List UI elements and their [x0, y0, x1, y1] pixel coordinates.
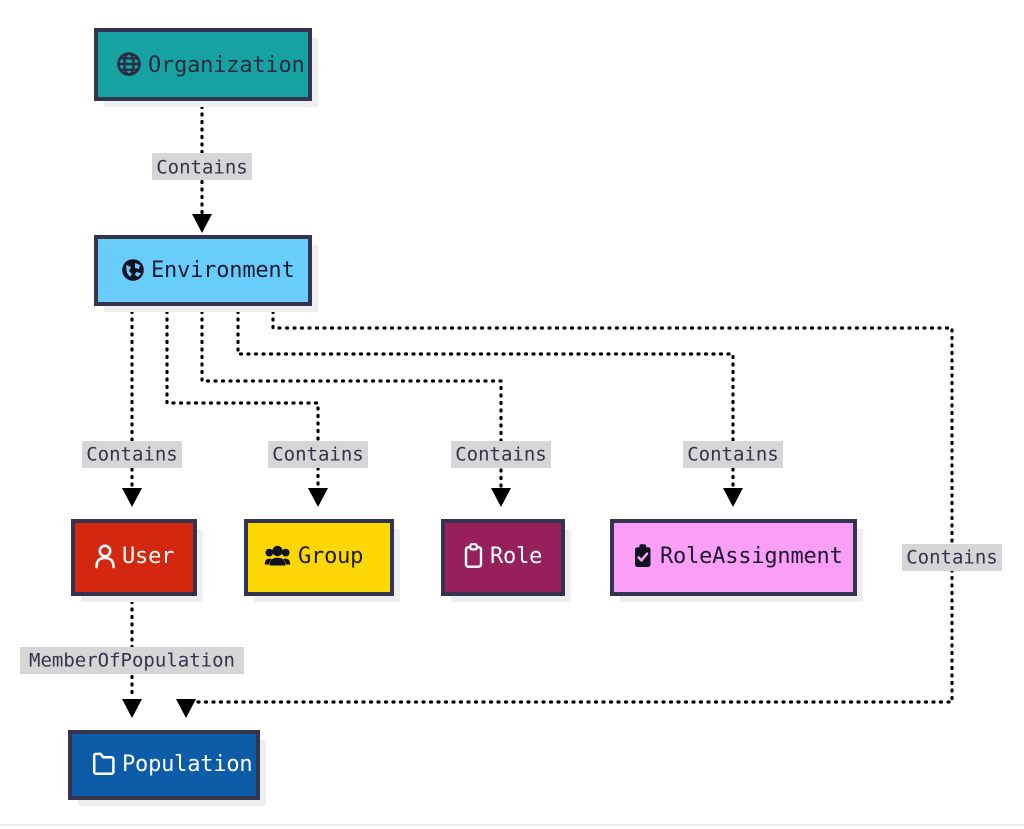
arrowhead [308, 488, 328, 507]
node-label: RoleAssignment [660, 544, 843, 569]
edge-label: Contains [272, 444, 364, 466]
arrowhead [122, 699, 142, 718]
edge-label: Contains [906, 547, 998, 569]
label-background [268, 441, 368, 468]
node-roleassignment[interactable]: RoleAssignment [610, 519, 863, 602]
label-background [451, 441, 551, 468]
globe-earth-icon [122, 259, 144, 281]
edge-label-user-population: MemberOfPopulation [20, 647, 244, 674]
edge-path [184, 302, 954, 704]
edge-label-environment-roleassignment: Contains [683, 441, 783, 468]
node-group[interactable]: Group [244, 519, 400, 602]
edge-label: Contains [687, 444, 779, 466]
edge-label: Contains [156, 157, 248, 179]
edge-environment-contains-user[interactable] [122, 302, 142, 507]
edge-path [236, 302, 735, 490]
node-box [441, 519, 565, 596]
edge-label: Contains [86, 444, 178, 466]
edge-organization-contains-environment[interactable] [192, 97, 212, 233]
clipboard-icon [464, 543, 483, 568]
edge-environment-contains-role[interactable] [200, 302, 511, 507]
arrowhead [723, 488, 743, 507]
node-label: Organization [148, 53, 305, 78]
clipboard-check-icon [635, 544, 651, 567]
node-population[interactable]: Population [68, 730, 266, 806]
arrowhead [491, 488, 511, 507]
arrowhead [192, 214, 212, 233]
edge-layer [122, 97, 954, 718]
edge-label: Contains [455, 444, 547, 466]
person-icon [95, 544, 115, 569]
node-environment[interactable]: Environment [94, 235, 318, 312]
people-group-icon [264, 545, 291, 566]
edge-label-environment-user: Contains [82, 441, 182, 468]
node-label: Group [298, 544, 363, 569]
edge-environment-contains-group[interactable] [165, 302, 328, 507]
label-background [683, 441, 783, 468]
node-label: User [122, 544, 174, 569]
node-organization[interactable]: Organization [94, 28, 318, 107]
node-box [244, 519, 394, 596]
edge-label-environment-group: Contains [268, 441, 368, 468]
label-background [902, 544, 1002, 571]
label-background [20, 647, 244, 674]
bottom-divider [0, 824, 1024, 826]
node-user[interactable]: User [71, 519, 203, 602]
node-role[interactable]: Role [441, 519, 571, 602]
edge-label-environment-role: Contains [451, 441, 551, 468]
edge-environment-contains-population[interactable] [176, 302, 954, 718]
label-background [82, 441, 182, 468]
node-label: Population [122, 752, 252, 777]
node-box [68, 730, 260, 800]
edge-label: MemberOfPopulation [29, 650, 235, 672]
edge-path [200, 302, 503, 490]
edge-user-memberofpopulation-population[interactable] [122, 592, 142, 718]
edge-label-organization-environment: Contains [152, 153, 252, 180]
folder-icon [92, 752, 115, 775]
node-label: Environment [151, 258, 295, 283]
arrowhead [176, 699, 196, 718]
node-label: Role [490, 544, 542, 569]
edge-label-layer: Contains Contains Contains Contains Cont… [20, 153, 1002, 674]
node-box [610, 519, 857, 596]
arrowhead [122, 488, 142, 507]
label-background [152, 153, 252, 180]
node-box [71, 519, 197, 596]
edge-environment-contains-roleassignment[interactable] [236, 302, 743, 507]
globe-grid-icon [117, 52, 141, 76]
node-layer: Organization Environment [68, 28, 863, 806]
edge-label-environment-population: Contains [902, 544, 1002, 571]
